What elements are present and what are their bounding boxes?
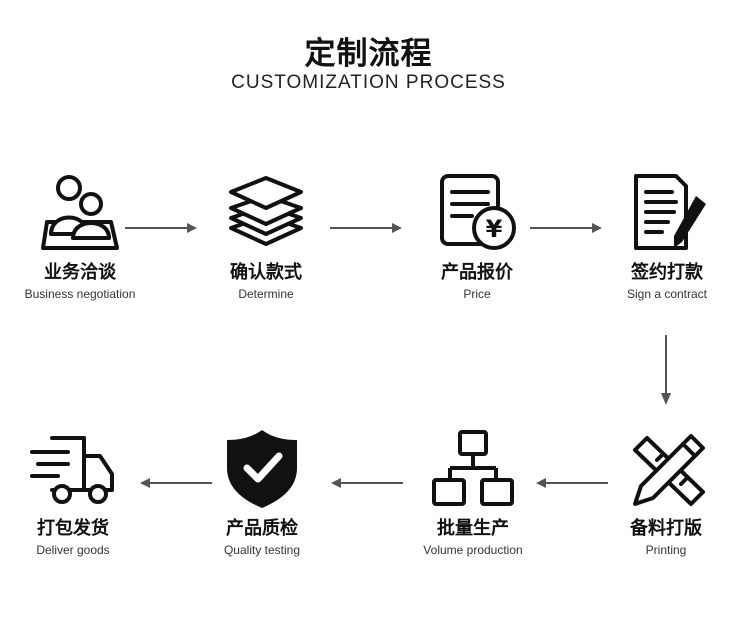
page-title: 定制流程 (304, 36, 433, 72)
step-sign-contract: 签约打款 Sign a contract (587, 172, 737, 302)
step-subtitle: Printing (645, 543, 687, 557)
step-subtitle: Business negotiation (24, 287, 136, 301)
step-title: 签约打款 (631, 262, 703, 283)
step-subtitle: Quality testing (223, 543, 301, 557)
page-subtitle: CUSTOMIZATION PROCESS (231, 72, 506, 93)
step-title: 产品报价 (441, 262, 513, 283)
business-negotiation-icon (41, 175, 119, 250)
step-subtitle: Deliver goods (36, 543, 110, 557)
step-title: 确认款式 (230, 262, 302, 283)
layers-icon (229, 176, 303, 246)
step-quality-testing: 产品质检 Quality testing (182, 428, 342, 558)
svg-text:¥: ¥ (486, 215, 503, 243)
pencil-ruler-icon (633, 434, 705, 506)
price-document-icon: ¥ (440, 174, 516, 250)
step-title: 备料打版 (630, 518, 702, 539)
contract-sign-icon (634, 174, 706, 250)
step-printing: 备料打版 Printing (586, 428, 737, 558)
arrow-right (125, 223, 197, 233)
step-volume-production: 批量生产 Volume production (393, 428, 553, 558)
step-subtitle: Determine (238, 287, 294, 301)
step-subtitle: Price (463, 287, 491, 301)
arrow-right (330, 223, 402, 233)
delivery-truck-icon (30, 436, 114, 504)
step-subtitle: Volume production (423, 543, 523, 557)
arrow-right (530, 223, 602, 233)
step-title: 打包发货 (37, 518, 109, 539)
step-price: ¥ 产品报价 Price (397, 172, 557, 302)
step-title: 批量生产 (437, 518, 509, 539)
arrow-down (661, 335, 671, 405)
hierarchy-icon (432, 430, 514, 506)
step-determine: 确认款式 Determine (186, 172, 346, 302)
step-title: 产品质检 (226, 518, 298, 539)
arrow-left (331, 478, 403, 488)
step-subtitle: Sign a contract (626, 287, 708, 301)
arrow-left (536, 478, 608, 488)
shield-check-icon (227, 430, 297, 508)
step-title: 业务洽谈 (44, 262, 116, 283)
step-business-negotiation: 业务洽谈 Business negotiation (0, 172, 160, 302)
arrow-left (140, 478, 212, 488)
step-deliver-goods: 打包发货 Deliver goods (0, 428, 153, 558)
